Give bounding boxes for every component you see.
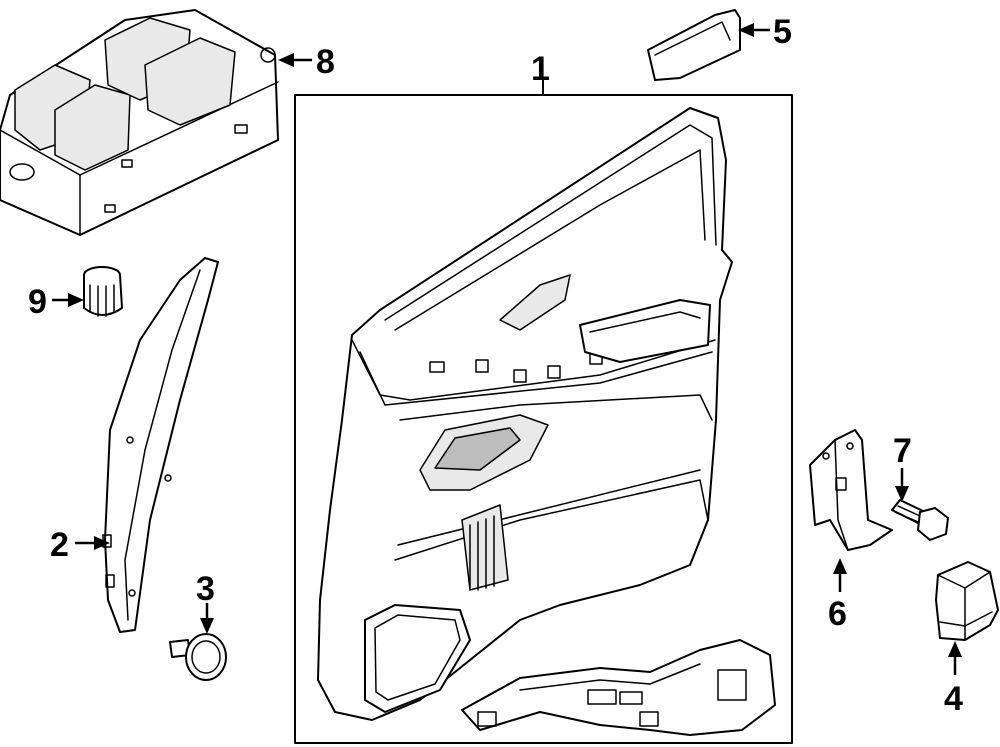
callout-1-label: 1 [531,50,550,88]
door-trim-panel-part [317,107,733,721]
power-window-switch-part [0,9,279,236]
corner-trim-part [102,257,219,633]
callout-5-label: 5 [773,13,792,51]
trim-clip-part [169,633,227,681]
callout-7-label: 7 [893,432,912,470]
callout-4-label: 4 [944,680,963,718]
callout-6-label: 6 [828,595,847,633]
cover-part [647,9,741,81]
end-cap-part [935,561,999,641]
knob-part [83,266,123,317]
callout-9-label: 9 [28,283,47,321]
lower-trim-bracket-part [461,639,776,736]
mounting-bracket-part [809,429,893,551]
callout-2-label: 2 [50,526,69,564]
callout-8-label: 8 [316,43,335,81]
bolt-part [891,499,949,541]
callout-3-label: 3 [196,570,215,608]
